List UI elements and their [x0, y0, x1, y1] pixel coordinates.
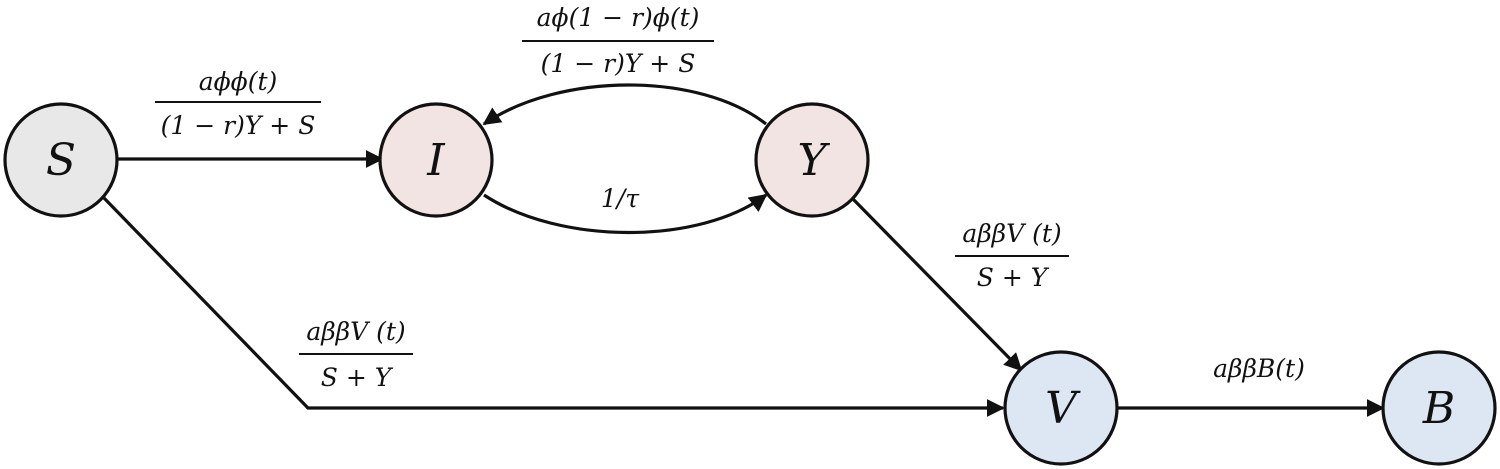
edge-s-to-v [102, 196, 1005, 417]
node-v-label: V [1045, 383, 1081, 434]
node-i-label: I [426, 135, 446, 186]
node-y-circle [754, 102, 870, 218]
rate-y-to-v-numerator: aββV (t) [962, 219, 1061, 248]
node-y-label: Y [797, 135, 830, 186]
node-y: Y [754, 102, 870, 218]
node-b: B [1381, 350, 1497, 466]
edge-y-to-v [850, 196, 1023, 372]
rate-s-to-v: aββV (t) S + Y [299, 317, 413, 392]
edge-i-to-y [483, 193, 768, 235]
rate-y-to-v-denominator: S + Y [977, 263, 1050, 292]
node-s-label: S [46, 135, 76, 186]
rate-i-to-y: 1/τ [601, 184, 640, 213]
edge-y-to-i [482, 83, 767, 126]
node-v-circle [1003, 350, 1119, 466]
rate-s-to-v-denominator: S + Y [321, 363, 394, 392]
node-b-circle [1381, 350, 1497, 466]
node-v: V [1003, 350, 1119, 466]
rate-y-to-i-denominator: (1 − r)Y + S [541, 49, 696, 78]
node-b-label: B [1422, 383, 1455, 434]
rate-s-to-i: aϕϕ(t) (1 − r)Y + S [155, 67, 321, 140]
rate-y-to-i-numerator: aϕ(1 − r)ϕ(t) [537, 3, 700, 32]
rate-s-to-i-denominator: (1 − r)Y + S [161, 111, 316, 140]
rate-s-to-v-numerator: aββV (t) [306, 317, 405, 346]
node-s-circle [3, 102, 119, 218]
rate-s-to-i-numerator: aϕϕ(t) [199, 67, 278, 96]
node-s: S [3, 102, 119, 218]
rate-y-to-v: aββV (t) S + Y [955, 219, 1069, 292]
rate-v-to-b: aββB(t) [1213, 354, 1305, 383]
rate-y-to-i: aϕ(1 − r)ϕ(t) (1 − r)Y + S [522, 3, 714, 78]
node-i-circle [378, 102, 494, 218]
node-i: I [378, 102, 494, 218]
